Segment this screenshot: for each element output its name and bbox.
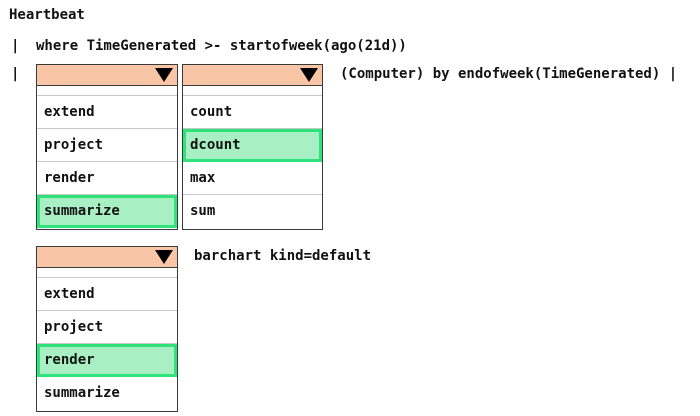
dropdown-option-max[interactable]: max (183, 162, 322, 195)
pipe-2: | (11, 66, 20, 82)
operator-dropdown-2[interactable]: extend project render summarize (36, 246, 178, 412)
dropdown-header[interactable] (37, 247, 177, 268)
dropdown-option-render[interactable]: render (37, 344, 177, 377)
dropdown-option-summarize[interactable]: summarize (37, 195, 177, 228)
dropdown-option-extend[interactable]: extend (37, 96, 177, 129)
dropdown-header[interactable] (183, 65, 322, 86)
dropdown-spacer (37, 268, 177, 278)
dropdown-header[interactable] (37, 65, 177, 86)
chevron-down-icon[interactable] (300, 68, 318, 82)
dropdown-option-summarize[interactable]: summarize (44, 385, 120, 401)
chevron-down-icon[interactable] (155, 250, 173, 264)
dropdown-option-sum[interactable]: sum (190, 203, 216, 219)
dropdown-option-project[interactable]: project (37, 129, 177, 162)
dropdown-option-dcount[interactable]: dcount (183, 129, 322, 162)
chevron-down-icon[interactable] (155, 68, 173, 82)
dropdown-spacer (183, 86, 322, 96)
query-table-name: Heartbeat (9, 7, 85, 23)
query-line-render-args: barchart kind=default (194, 248, 372, 264)
operator-dropdown-1[interactable]: extend project render summarize (36, 64, 178, 230)
query-line-where: where TimeGenerated >- startofweek(ago(2… (36, 38, 407, 54)
query-line-by-clause: (Computer) by endofweek(TimeGenerated) | (340, 66, 678, 82)
dropdown-option-render[interactable]: render (37, 162, 177, 195)
dropdown-option-count[interactable]: count (183, 96, 322, 129)
aggregate-dropdown[interactable]: count dcount max sum (182, 64, 323, 230)
dropdown-option-extend[interactable]: extend (37, 278, 177, 311)
pipe-1: | (11, 38, 20, 54)
dropdown-option-project[interactable]: project (37, 311, 177, 344)
dropdown-spacer (37, 86, 177, 96)
